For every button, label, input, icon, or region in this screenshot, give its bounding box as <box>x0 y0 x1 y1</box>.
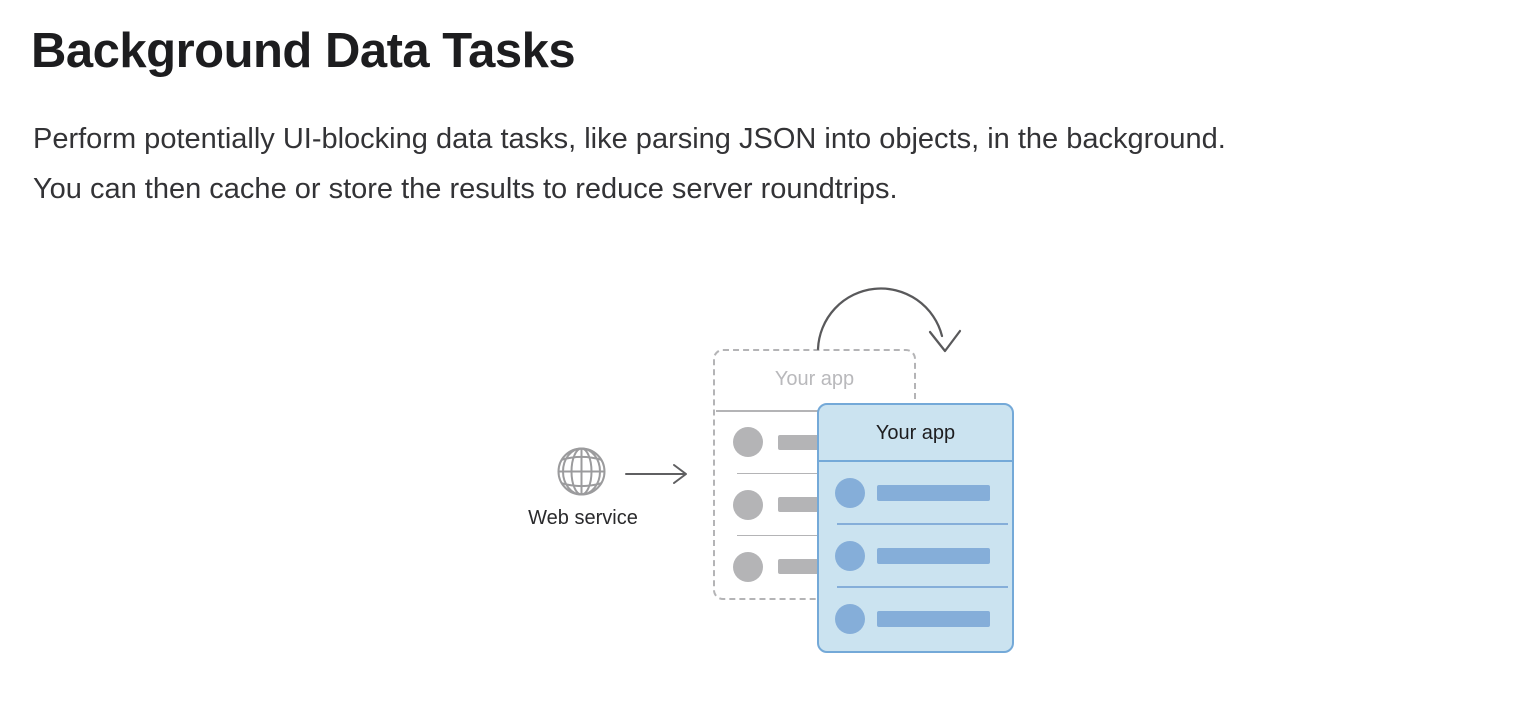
description-line: Perform potentially UI-blocking data tas… <box>33 123 1226 155</box>
row-separator <box>837 523 1008 525</box>
arrow-right-icon <box>625 464 687 484</box>
list-row <box>819 462 1012 523</box>
globe-icon <box>557 447 606 496</box>
row-dot <box>835 477 865 508</box>
app-title-divider <box>819 460 1012 462</box>
list-row <box>819 588 1012 649</box>
ghost-app-title: Your app <box>774 368 855 390</box>
row-dot <box>733 489 763 520</box>
row-dot <box>835 540 865 571</box>
your-app-rows <box>819 462 1012 649</box>
your-app-card: Your app <box>817 403 1014 653</box>
row-separator <box>837 586 1008 588</box>
row-dot <box>733 427 763 458</box>
page-title: Background Data Tasks <box>31 24 576 78</box>
list-row <box>819 525 1012 586</box>
ghost-title-divider <box>716 410 913 412</box>
description-line: You can then cache or store the results … <box>33 173 898 205</box>
row-dot <box>835 603 865 634</box>
your-app-title: Your app <box>875 422 956 444</box>
row-bar <box>877 547 990 564</box>
row-dot <box>733 551 763 582</box>
row-bar <box>877 610 990 627</box>
row-bar <box>877 484 990 501</box>
loop-arrow-icon <box>816 287 962 353</box>
web-service-label: Web service <box>528 507 638 529</box>
page-description: Perform potentially UI-blocking data tas… <box>33 114 1226 214</box>
